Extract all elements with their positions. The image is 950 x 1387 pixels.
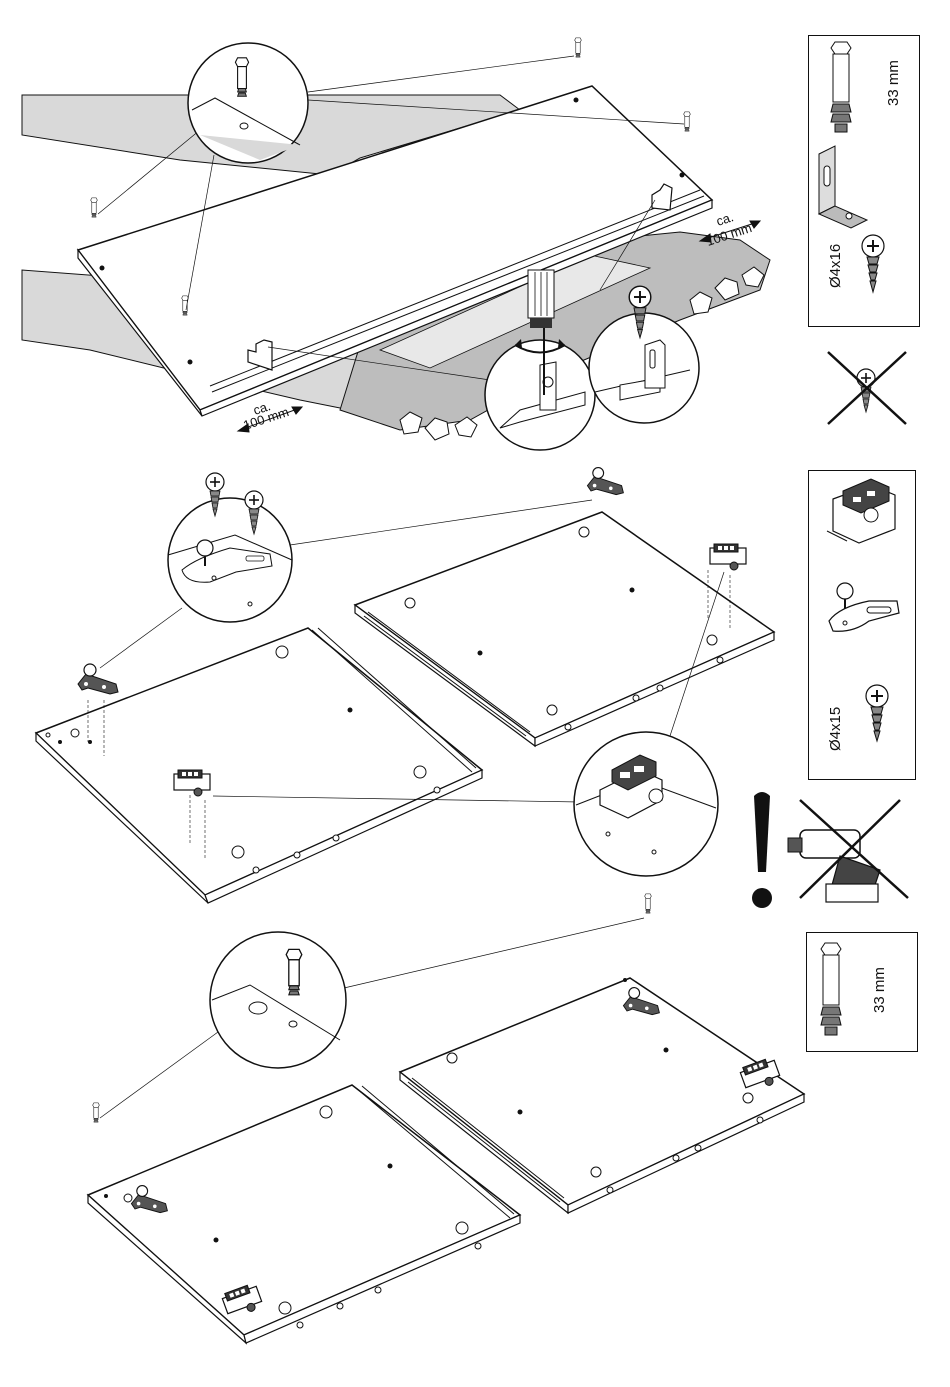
- dowel-length-label-2: 33 mm: [871, 967, 888, 1013]
- parts-box-hinge-plate: Ø4x15: [808, 470, 916, 780]
- screw-size-label: Ø4x16: [827, 244, 844, 288]
- zoom-circle-hinge: [574, 732, 718, 876]
- zoom-circle-cam-plate: [168, 473, 292, 622]
- no-screw-icon: [828, 352, 906, 424]
- hinge-plate-icon: [827, 479, 895, 543]
- zoom-circle-dowel-top: [188, 43, 308, 163]
- middle-right-panel: [355, 468, 774, 746]
- parts-box-dowel: 33 mm: [806, 932, 918, 1052]
- wood-screw-icon: [862, 235, 884, 292]
- cam-dowel-icon-2: [821, 943, 841, 1035]
- no-power-drill-icon: [788, 800, 908, 902]
- parts-box-2-art: [809, 471, 917, 781]
- zoom-circle-dowel-bottom: [210, 932, 346, 1068]
- cam-dowel-icon: [831, 42, 851, 132]
- parts-box-1-art: [809, 36, 921, 328]
- angle-bracket-icon: [819, 146, 867, 228]
- parts-box-dowel-bracket: 33 mm Ø4x16: [808, 35, 920, 327]
- parts-box-3-art: [807, 933, 919, 1053]
- warning-exclamation-icon: [752, 792, 772, 908]
- middle-left-panel: [36, 628, 482, 903]
- wood-screw-icon-2: [866, 685, 888, 741]
- dowel-length-label: 33 mm: [885, 60, 902, 106]
- cam-plate-icon: [829, 583, 899, 631]
- screw-size-label-2: Ø4x15: [827, 707, 844, 751]
